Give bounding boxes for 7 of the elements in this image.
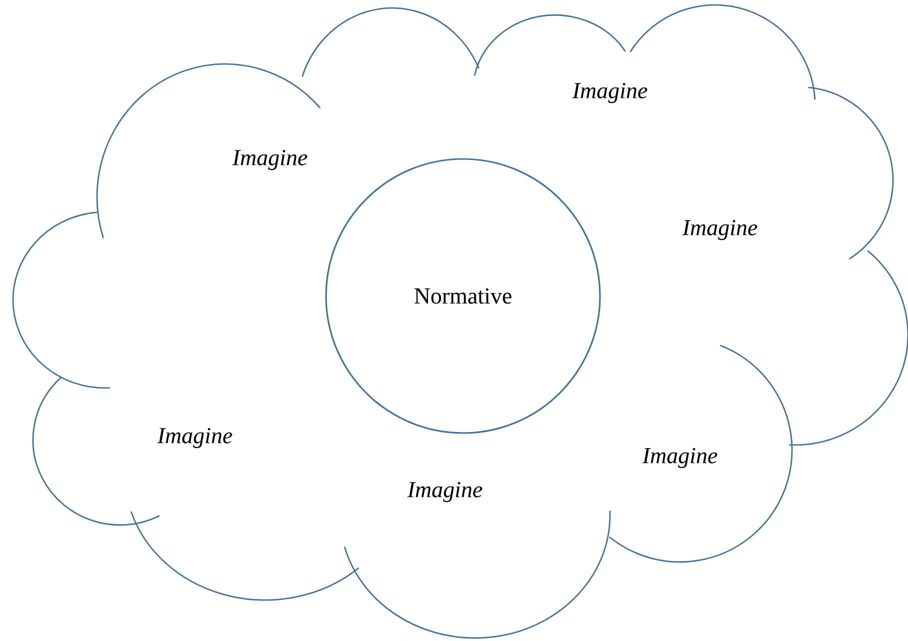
cloud-label: Imagine [682, 220, 758, 240]
cloud-label: Imagine [232, 150, 308, 170]
cloud-label: Imagine [157, 428, 232, 448]
circle-node: Normative [325, 158, 601, 434]
cloud-label: Imagine [572, 82, 648, 104]
cloud-label: Imagine [407, 482, 482, 502]
cloud-label: Imagine [642, 448, 718, 468]
